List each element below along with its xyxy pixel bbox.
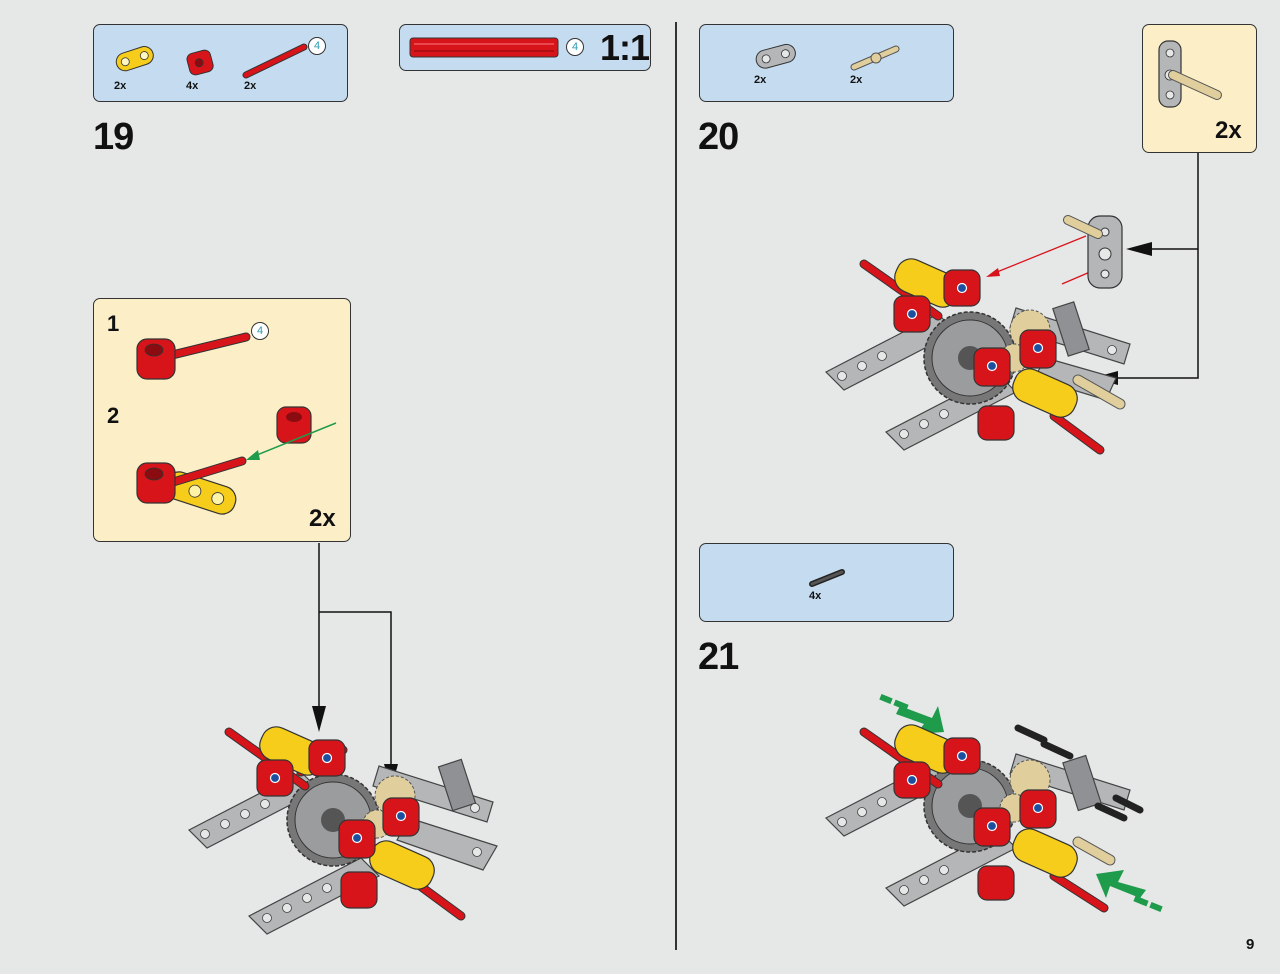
part-qty: 2x [850, 74, 863, 86]
black-pin-icon [809, 569, 845, 587]
step-21-model-illustration [824, 693, 1163, 913]
step-19-model-illustration [187, 726, 498, 935]
substep-number: 1 [107, 311, 120, 336]
yellow-connector-icon [115, 46, 154, 72]
axle-length-indicator: 4 [566, 38, 584, 56]
part-qty: 2x [244, 80, 257, 92]
scale-reference-box: 4 1:1 [399, 24, 651, 71]
tan-pin-icon [850, 45, 900, 71]
green-push-arrow-icon [879, 693, 944, 734]
step-20-subassembly: 2x [1142, 24, 1257, 153]
step-20-model-illustration [824, 215, 1131, 455]
step-number: 21 [698, 636, 739, 678]
step-20-callout-arrows [1092, 153, 1199, 385]
gray-connector-icon [755, 43, 796, 69]
scale-label: 1:1 [600, 27, 650, 68]
step-21-parts-list: 4x [699, 543, 954, 622]
step-20-parts-list: 2x 2x [699, 24, 954, 102]
yellow-red-assembly-icon [136, 406, 337, 515]
subassembly-multiplier: 2x [309, 505, 336, 532]
red-connector-icon [186, 49, 214, 76]
part-qty: 2x [754, 74, 767, 86]
part-qty: 2x [114, 80, 127, 92]
substep-number: 2 [107, 403, 120, 428]
step-number: 20 [698, 116, 739, 158]
axle-length-indicator: 4 [308, 37, 326, 55]
step-19-subassembly: 1 4 2 2x [93, 298, 351, 542]
subassembly-multiplier: 2x [1215, 117, 1242, 144]
axle-length-indicator: 4 [251, 322, 269, 340]
page-divider [675, 22, 677, 950]
part-qty: 4x [809, 590, 822, 602]
gray-connector-tan-pin-icon [1158, 40, 1222, 108]
red-axle-icon [242, 43, 308, 79]
page-number: 9 [1246, 936, 1255, 953]
red-connector-axle-icon [136, 332, 251, 380]
step-number: 19 [93, 116, 134, 158]
step-19-callout-arrows [312, 543, 398, 790]
step-19-parts-list: 2x 4x 2x 4 [93, 24, 348, 102]
red-axle-scale-icon [409, 37, 559, 58]
part-qty: 4x [186, 80, 199, 92]
